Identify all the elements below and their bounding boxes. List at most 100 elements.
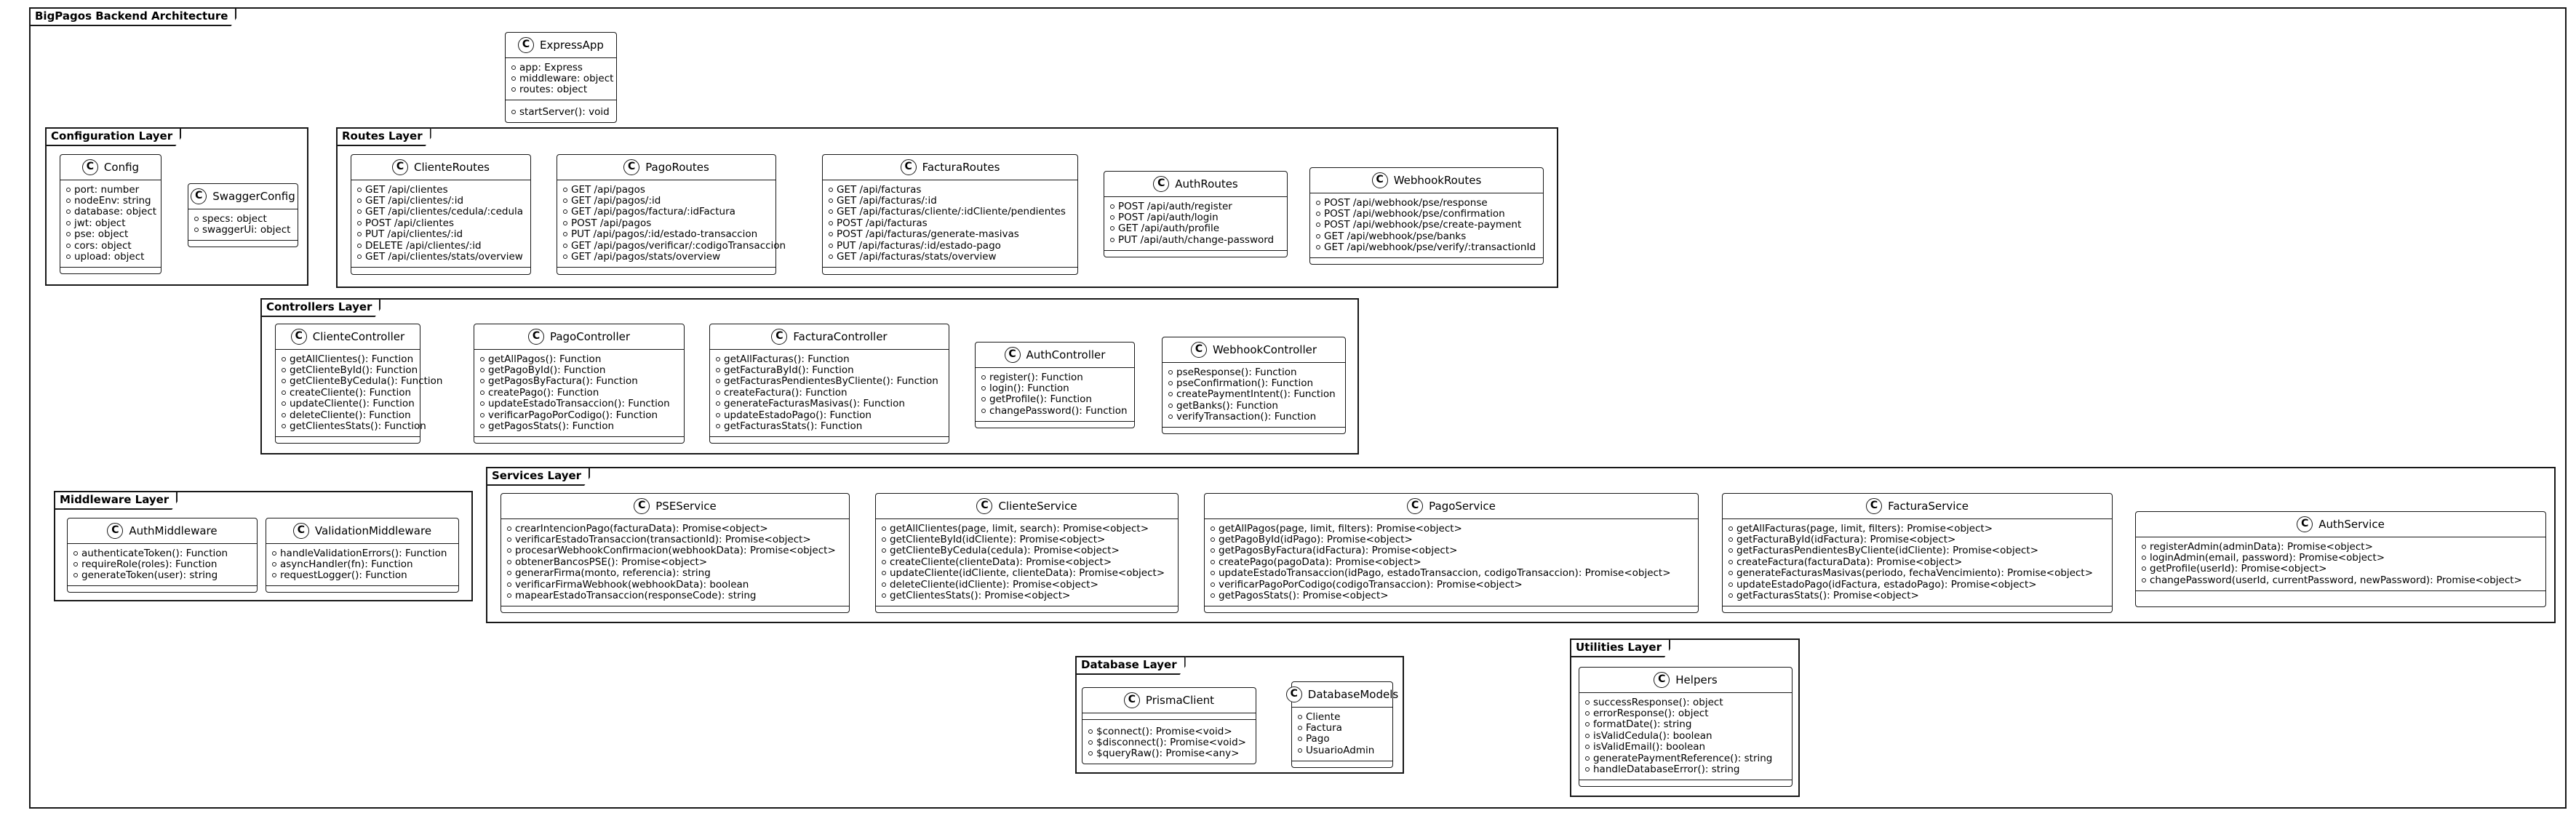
public-visibility-icon xyxy=(1585,711,1590,716)
class-name: DatabaseModels xyxy=(1307,688,1399,701)
member-row: nodeEnv: string xyxy=(66,195,155,207)
public-visibility-icon xyxy=(1298,737,1302,742)
public-visibility-icon xyxy=(66,209,71,215)
member-row: POST /api/webhook/pse/create-payment xyxy=(1316,219,1537,231)
member-row: requireRole(roles): Function xyxy=(73,558,251,571)
member-row: getClienteById(): Function xyxy=(282,364,418,376)
member-text: deleteCliente(idCliente): Promise<object… xyxy=(890,578,1098,590)
member-text: isValidEmail(): boolean xyxy=(1593,741,1706,753)
public-visibility-icon xyxy=(73,550,78,556)
public-visibility-icon xyxy=(511,87,516,92)
member-text: GET /api/clientes/stats/overview xyxy=(365,251,523,263)
member-text: getAllFacturas(): Function xyxy=(724,353,850,365)
public-visibility-icon xyxy=(882,593,886,598)
member-text: middleware: object xyxy=(519,73,614,85)
public-visibility-icon xyxy=(2142,566,2146,572)
member-text: getFacturasStats(): Promise<object> xyxy=(1736,590,1919,602)
public-visibility-icon xyxy=(1298,714,1302,719)
class-stereotype-icon: C xyxy=(292,523,309,539)
member-text: DELETE /api/clientes/:id xyxy=(365,239,482,252)
member-row: changePassword(userId, currentPassword, … xyxy=(2142,574,2540,586)
package-title: Routes Layer xyxy=(336,127,431,146)
class-name: AuthService xyxy=(2318,518,2385,531)
public-visibility-icon xyxy=(1728,582,1733,587)
member-row: verifyTransaction(): Function xyxy=(1168,411,1339,422)
member-text: Factura xyxy=(1306,722,1342,734)
member-text: requireRole(roles): Function xyxy=(81,558,218,571)
compartment-divider xyxy=(506,100,616,106)
member-text: pseResponse(): Function xyxy=(1176,366,1297,378)
member-text: getAllPagos(page, limit, filters): Promi… xyxy=(1219,522,1462,534)
member-text: getFacturaById(): Function xyxy=(724,364,854,377)
member-text: GET /api/webhook/pse/verify/:transaction… xyxy=(1324,241,1536,254)
member-text: updateEstadoTransaccion(): Function xyxy=(488,398,670,410)
compartment-divider xyxy=(188,239,298,247)
class-name: AuthController xyxy=(1026,348,1106,361)
class-name: PagoRoutes xyxy=(645,161,709,174)
public-visibility-icon xyxy=(357,232,362,237)
member-row: GET /api/auth/profile xyxy=(1110,223,1281,234)
member-text: getClienteByCedula(): Function xyxy=(290,375,443,388)
member-text: GET /api/facturas xyxy=(837,183,922,196)
member-text: GET /api/auth/profile xyxy=(1118,223,1220,235)
class-stereotype-icon: C xyxy=(1407,498,1424,514)
class-name: ExpressApp xyxy=(540,39,604,52)
member-text: UsuarioAdmin xyxy=(1306,744,1375,756)
member-text: GET /api/pagos/factura/:idFactura xyxy=(571,206,735,218)
public-visibility-icon xyxy=(282,356,286,361)
member-row: upload: object xyxy=(66,251,155,263)
member-text: updateEstadoPago(): Function xyxy=(724,409,872,421)
public-visibility-icon xyxy=(716,412,720,417)
member-row: verificarEstadoTransaccion(transactionId… xyxy=(507,534,843,545)
public-visibility-icon xyxy=(2142,577,2146,582)
member-row: createPago(): Function xyxy=(480,387,678,399)
member-row: procesarWebhookConfirmacion(webhookData)… xyxy=(507,545,843,556)
member-row: getPagoById(idPago): Promise<object> xyxy=(1211,534,1692,545)
class-name: Helpers xyxy=(1675,673,1718,686)
member-row: verificarPagoPorCodigo(): Function xyxy=(480,409,678,421)
public-visibility-icon xyxy=(357,243,362,248)
compartment-divider xyxy=(1082,719,1256,726)
member-row: Cliente xyxy=(1298,711,1387,723)
public-visibility-icon xyxy=(1211,526,1215,531)
member-text: GET /api/facturas/stats/overview xyxy=(837,251,997,263)
public-visibility-icon xyxy=(282,368,286,373)
member-text: generateFacturasMasivas(periodo, fechaVe… xyxy=(1736,567,2094,580)
compartment-divider xyxy=(1205,605,1698,612)
public-visibility-icon xyxy=(1110,215,1114,220)
compartment-divider xyxy=(1104,249,1287,257)
public-visibility-icon xyxy=(1110,204,1114,209)
public-visibility-icon xyxy=(282,390,286,395)
member-row: getPagosByFactura(idFactura): Promise<ob… xyxy=(1211,545,1692,556)
member-row: requestLogger(): Function xyxy=(272,569,452,581)
class-name: PagoController xyxy=(549,330,631,343)
member-row: $queryRaw(): Promise<any> xyxy=(1088,748,1250,759)
class-name: FacturaService xyxy=(1888,500,1969,513)
public-visibility-icon xyxy=(829,209,833,215)
member-row: getPagosStats(): Promise<object> xyxy=(1211,590,1692,601)
member-text: handleDatabaseError(): string xyxy=(1593,764,1740,776)
public-visibility-icon xyxy=(1168,403,1173,408)
public-visibility-icon xyxy=(1585,733,1590,738)
compartment-divider xyxy=(2136,590,2545,597)
member-row: Factura xyxy=(1298,722,1387,734)
public-visibility-icon xyxy=(1316,223,1320,228)
member-text: obtenerBancosPSE(): Promise<object> xyxy=(515,556,708,568)
class-name: FacturaController xyxy=(793,330,888,343)
class-methods: $connect(): Promise<void>$disconnect(): … xyxy=(1082,726,1256,764)
member-row: DELETE /api/clientes/:id xyxy=(357,239,525,252)
member-text: generateToken(user): string xyxy=(81,569,218,582)
public-visibility-icon xyxy=(357,220,362,225)
member-row: PUT /api/auth/change-password xyxy=(1110,234,1281,246)
